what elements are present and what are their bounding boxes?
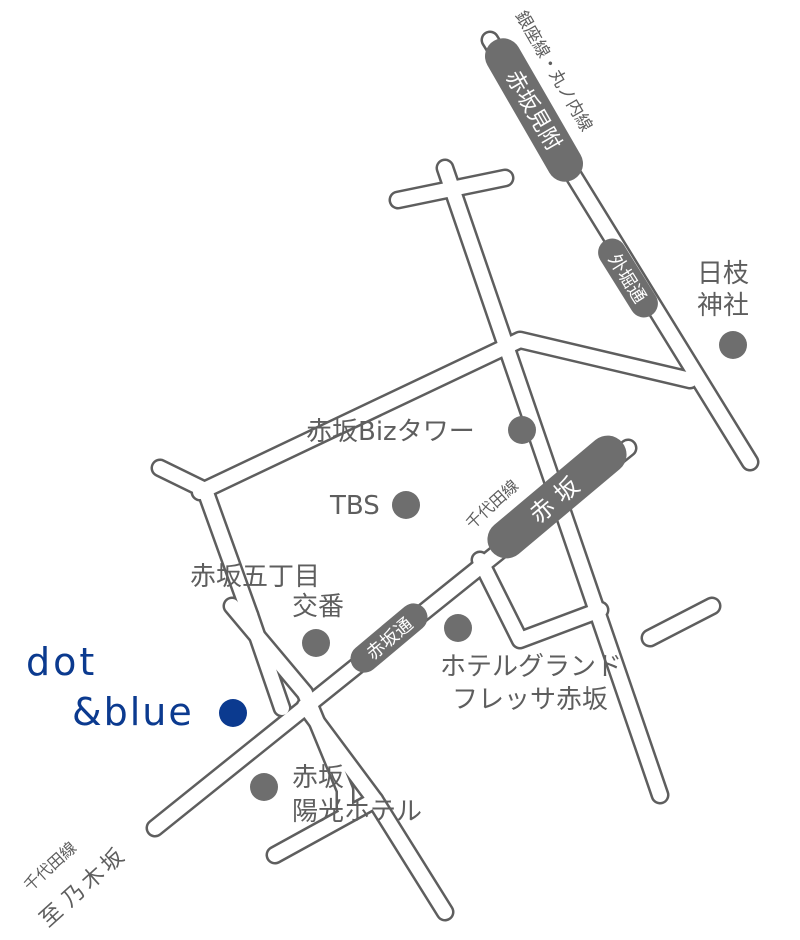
koban-label-line1: 赤坂五丁目 [190, 562, 320, 592]
station-akasaka-pill [487, 435, 627, 559]
yoko-hotel-marker [250, 773, 278, 801]
dot-and-blue-marker [219, 699, 247, 727]
yoko-hotel-label-line2: 陽光ホテル [292, 797, 422, 827]
roads-fill [148, 33, 757, 919]
brand-name-line1: dot [26, 640, 97, 684]
hie-shrine-label-line1: 日枝 [697, 259, 749, 289]
hotel-grand-fresa-label-line1: ホテルグランド [440, 652, 622, 682]
hotel-grand-fresa-label-line2: フレッサ赤坂 [452, 685, 608, 715]
landmark-markers [219, 331, 747, 801]
yoko-hotel-label-line1: 赤坂 [292, 763, 344, 793]
biz-tower-label: 赤坂Bizタワー [306, 417, 475, 447]
tbs-marker [392, 491, 420, 519]
brand-name-line2: &blue [72, 690, 194, 734]
koban-marker [302, 629, 330, 657]
biz-tower-marker [508, 416, 536, 444]
hie-shrine-label-line2: 神社 [697, 291, 749, 321]
station-akasaka-mitsuke-pill [485, 38, 583, 182]
hotel-grand-fresa-marker [444, 614, 472, 642]
koban-label-line2: 交番 [292, 592, 344, 622]
road-label-akasaka-dori-pill [350, 603, 428, 673]
destination-prefix: 至 [35, 899, 68, 932]
road-label-akasaka-dori: 赤坂通 [350, 603, 428, 673]
tbs-label: TBS [329, 491, 380, 521]
hie-shrine-marker [719, 331, 747, 359]
road-label-sotobori-pill [598, 238, 658, 318]
